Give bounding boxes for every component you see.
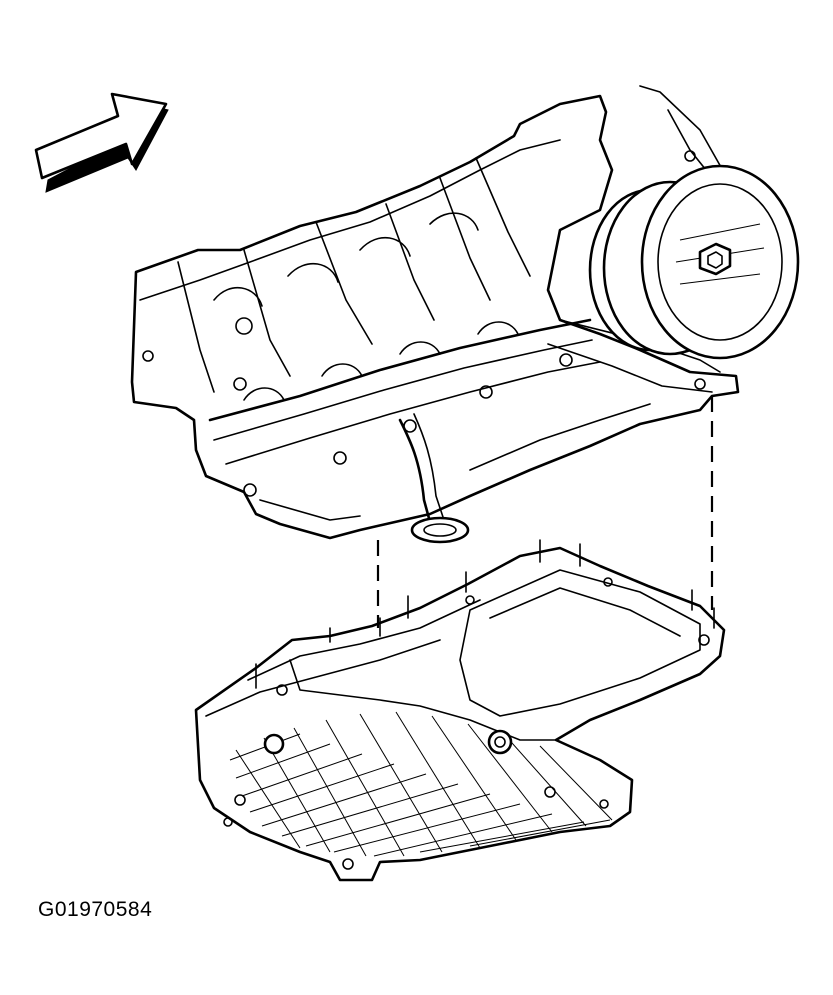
- front-direction-arrow-icon: [34, 92, 169, 193]
- alignment-guide-lines: [376, 396, 714, 628]
- figure-id-label: G01970584: [38, 898, 153, 921]
- engine-block-illustration: [130, 85, 741, 544]
- oil-pan-illustration: [194, 539, 726, 882]
- crankshaft-balancer-icon: [588, 164, 800, 360]
